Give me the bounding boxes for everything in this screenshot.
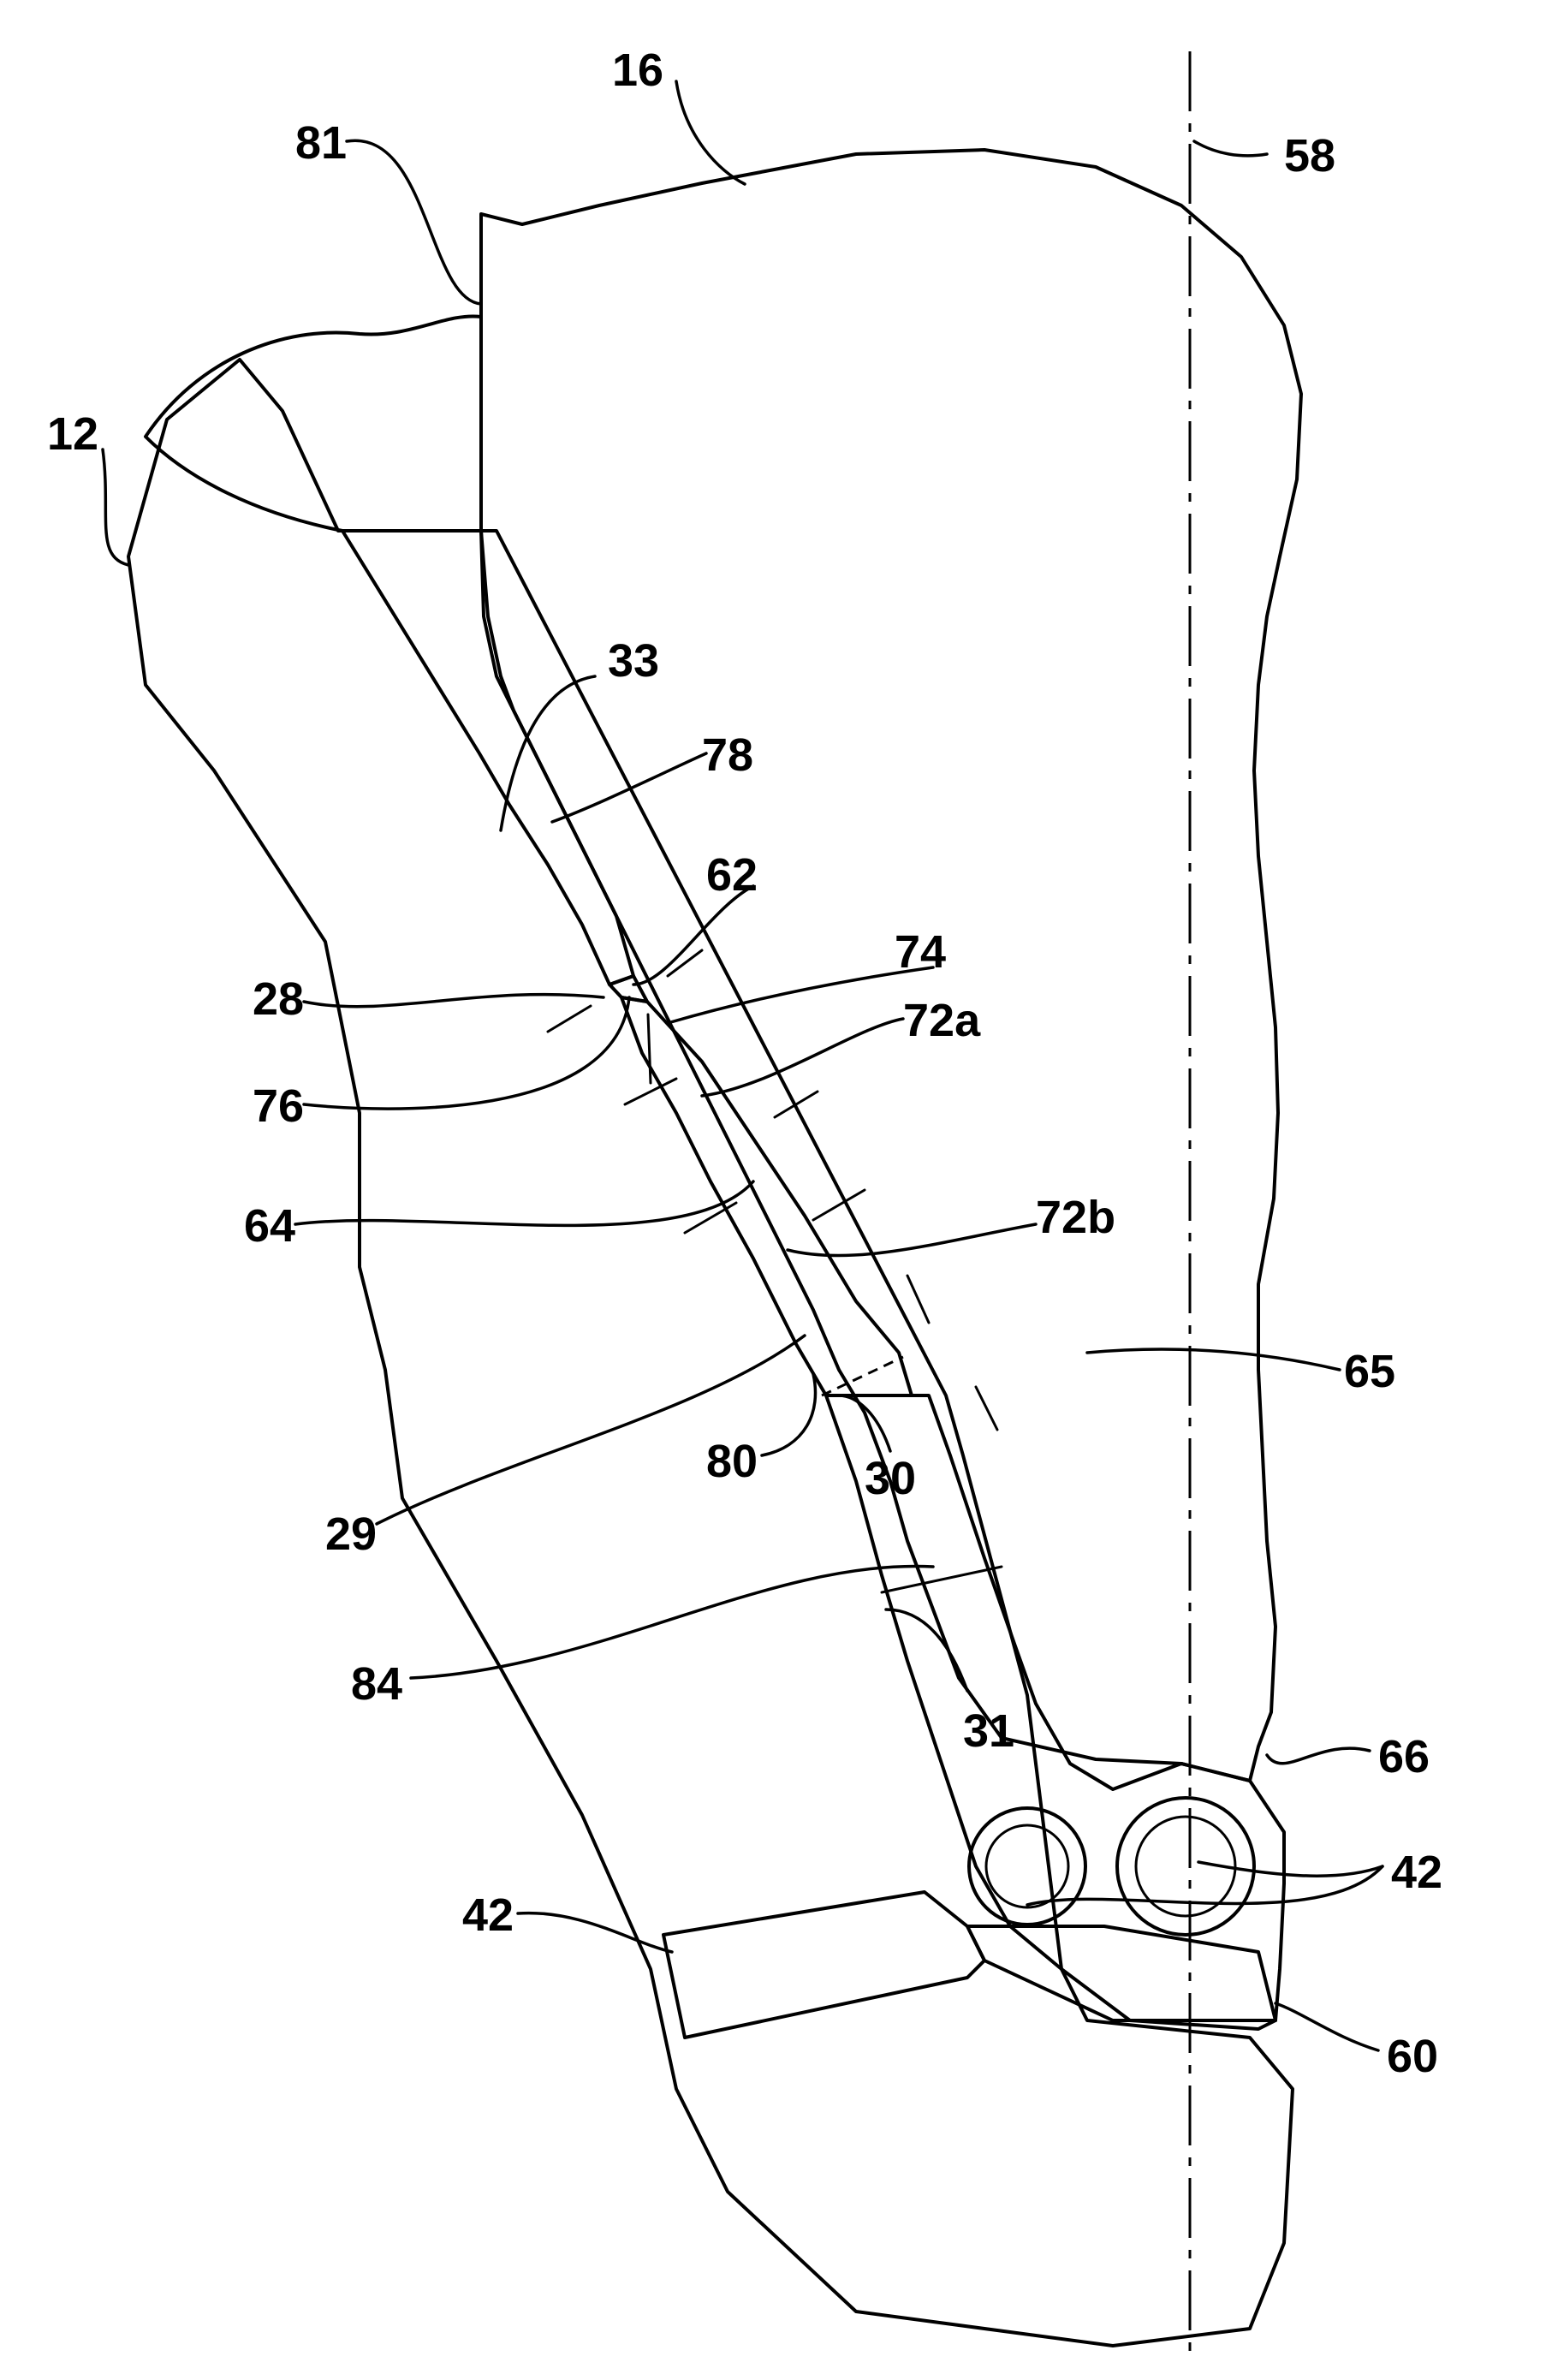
label-28: 28 — [253, 973, 304, 1025]
label-42-left: 42 — [462, 1889, 514, 1941]
label-60: 60 — [1387, 2031, 1438, 2082]
cross-channel-42-lower — [967, 1926, 1275, 2020]
label-81: 81 — [295, 117, 347, 169]
port-42-right-outer — [1117, 1798, 1254, 1935]
label-62: 62 — [706, 849, 758, 901]
base-body-12 — [128, 360, 1293, 2346]
port-42-left-inner — [986, 1825, 1068, 1907]
dashed-line-80 — [822, 1357, 903, 1395]
label-33: 33 — [608, 635, 659, 687]
label-30: 30 — [865, 1453, 916, 1504]
dimension-arrows — [548, 950, 1002, 1592]
label-66: 66 — [1378, 1731, 1430, 1782]
label-12: 12 — [47, 408, 98, 460]
label-78: 78 — [702, 729, 753, 781]
label-29: 29 — [325, 1508, 377, 1560]
label-72b: 72b — [1036, 1192, 1115, 1243]
label-64: 64 — [244, 1200, 295, 1252]
label-31: 31 — [963, 1705, 1014, 1757]
label-42-right: 42 — [1391, 1847, 1442, 1898]
label-65: 65 — [1344, 1346, 1395, 1397]
label-16: 16 — [612, 45, 663, 96]
label-72a: 72a — [903, 995, 981, 1046]
label-74: 74 — [895, 926, 946, 978]
label-76: 76 — [253, 1080, 304, 1132]
label-84: 84 — [351, 1658, 402, 1710]
seal-layer-64 — [621, 997, 912, 1395]
base-top-lobe — [146, 316, 481, 531]
insert-body-16 — [481, 150, 1301, 1781]
label-58: 58 — [1284, 130, 1335, 181]
label-80: 80 — [706, 1436, 758, 1487]
cross-channel-42 — [663, 1892, 984, 2038]
